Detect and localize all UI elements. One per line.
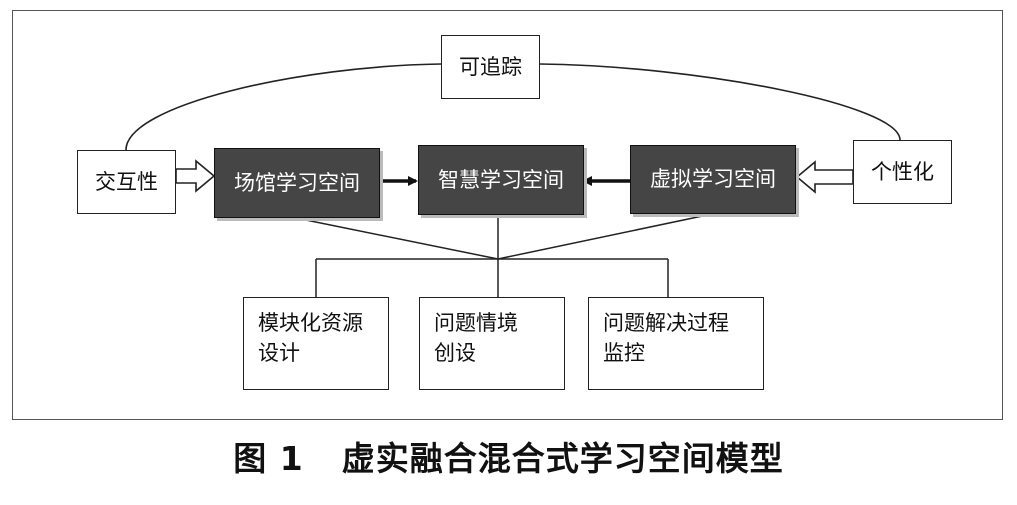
support-problem-context-line2: 创设 — [434, 341, 476, 366]
link-venue — [295, 217, 499, 260]
node-interactive: 交互性 — [77, 150, 176, 214]
hollow-arrow-left — [175, 159, 216, 193]
space-smart-label: 智慧学习空间 — [438, 167, 564, 192]
tracking-arc-right — [539, 63, 901, 141]
support-resource-design-line1: 模块化资源 — [258, 311, 363, 335]
support-resource-design-line2: 设计 — [258, 341, 300, 366]
node-trackable-label: 可追踪 — [459, 54, 522, 79]
link-virtual — [497, 213, 713, 260]
hollow-arrow-right — [795, 160, 854, 194]
figure-title: 虚实融合混合式学习空间模型 — [341, 439, 784, 478]
node-trackable: 可追踪 — [441, 35, 540, 99]
support-resource-design: 模块化资源 设计 — [243, 297, 389, 390]
tracking-arc — [125, 63, 442, 151]
figure-caption: 图 1 虚实融合混合式学习空间模型 — [0, 432, 1017, 480]
support-process-monitoring-line2: 监控 — [603, 341, 645, 366]
space-virtual: 虚拟学习空间 — [630, 145, 796, 214]
support-problem-context-line1: 问题情境 — [434, 311, 518, 335]
figure-number: 图 1 — [233, 439, 304, 478]
support-problem-context: 问题情境 创设 — [419, 297, 565, 390]
space-venue-label: 场馆学习空间 — [234, 170, 360, 195]
figure-frame — [12, 10, 1003, 420]
space-venue: 场馆学习空间 — [214, 148, 380, 218]
support-process-monitoring-line1: 问题解决过程 — [603, 311, 729, 335]
space-virtual-label: 虚拟学习空间 — [650, 167, 776, 192]
node-personalized: 个性化 — [853, 140, 952, 204]
node-personalized-label: 个性化 — [871, 159, 934, 184]
space-smart: 智慧学习空间 — [418, 145, 584, 215]
node-interactive-label: 交互性 — [95, 169, 158, 194]
support-process-monitoring: 问题解决过程 监控 — [588, 297, 764, 390]
